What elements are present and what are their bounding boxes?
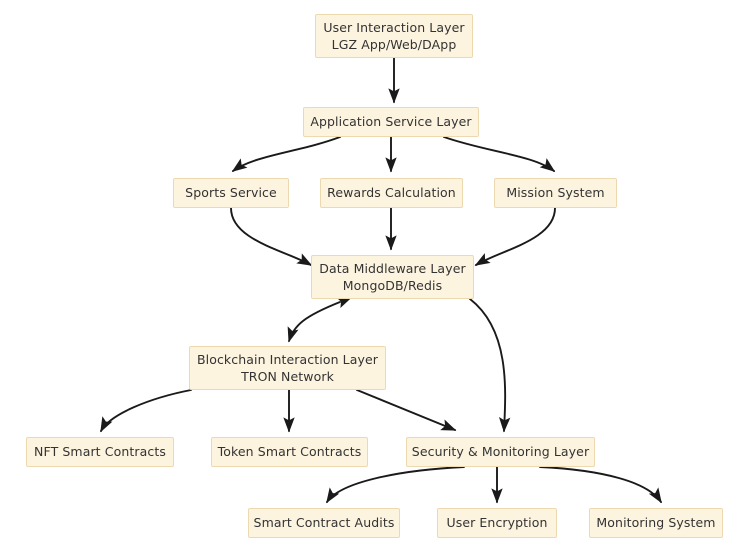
node-label-secondary: LGZ App/Web/DApp <box>331 37 457 52</box>
edge-blockchain-to-nft <box>100 389 192 433</box>
node-label-primary: User Encryption <box>446 515 548 531</box>
node-label-primary: Smart Contract Audits <box>253 515 395 531</box>
edge-middleware-blockchain-bidirectional <box>287 297 353 343</box>
node-label-primary: Application Service Layer <box>310 114 472 130</box>
edge-mission-to-middleware <box>474 207 556 266</box>
node-security-monitoring-layer[interactable]: Security & Monitoring Layer <box>406 437 595 467</box>
node-monitoring-system[interactable]: Monitoring System <box>589 508 723 538</box>
node-label-primary: Data Middleware Layer <box>319 260 466 276</box>
edge-blockchain-to-security <box>356 389 457 431</box>
edge-application-to-sports <box>231 136 341 172</box>
node-nft-smart-contracts[interactable]: NFT Smart Contracts <box>26 437 174 467</box>
node-label-primary: Blockchain Interaction Layer <box>196 351 379 367</box>
node-label-primary: Rewards Calculation <box>327 185 456 201</box>
node-label-primary: Sports Service <box>185 185 277 201</box>
node-smart-contract-audits[interactable]: Smart Contract Audits <box>248 508 400 538</box>
node-label-secondary: TRON Network <box>241 369 334 384</box>
node-label-primary: Monitoring System <box>596 515 716 531</box>
node-label-primary: User Interaction Layer <box>323 19 465 35</box>
node-user-encryption[interactable]: User Encryption <box>437 508 557 538</box>
edge-sports-to-middleware <box>230 207 313 266</box>
node-token-smart-contracts[interactable]: Token Smart Contracts <box>211 437 368 467</box>
node-label-primary: NFT Smart Contracts <box>34 444 166 460</box>
node-sports-service[interactable]: Sports Service <box>173 178 289 208</box>
node-label-primary: Mission System <box>506 185 605 201</box>
edge-middleware-to-security <box>469 298 511 433</box>
node-label-primary: Security & Monitoring Layer <box>411 444 590 460</box>
node-label-secondary: MongoDB/Redis <box>342 278 443 293</box>
node-rewards-calculation[interactable]: Rewards Calculation <box>320 178 463 208</box>
edge-security-to-monitoring <box>539 466 662 504</box>
edge-application-to-mission <box>443 136 556 172</box>
node-application-service-layer[interactable]: Application Service Layer <box>303 107 479 137</box>
node-label-primary: Token Smart Contracts <box>217 444 362 460</box>
node-mission-system[interactable]: Mission System <box>494 178 617 208</box>
edge-security-to-audits <box>326 466 465 504</box>
